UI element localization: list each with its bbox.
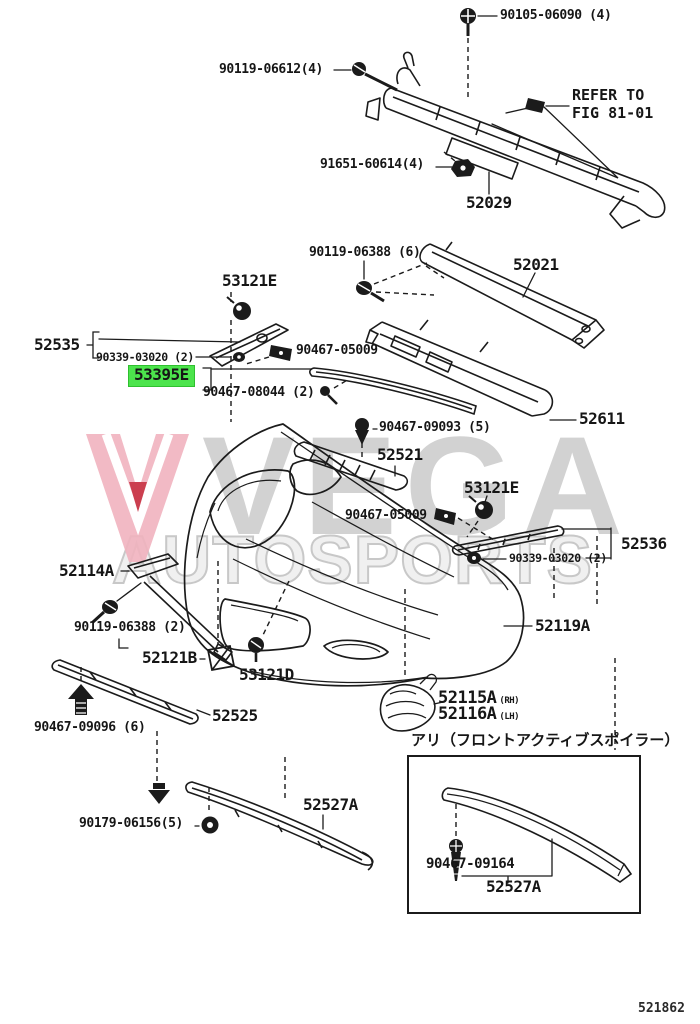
part-label-52021: 52021 — [513, 255, 559, 274]
part-52535-bracket — [209, 323, 289, 367]
clip-icon — [468, 495, 493, 519]
lh-marker: (LH) — [499, 712, 520, 722]
part-label-53121e: 53121E — [222, 271, 277, 290]
part-label-90119-06612: 90119-06612(4) — [219, 62, 323, 77]
part-label-53121d: 53121D — [239, 665, 294, 684]
grommet-icon — [201, 816, 219, 834]
part-number: 52116A — [438, 704, 497, 724]
rivet-icon — [148, 783, 170, 804]
part-label-52525: 52525 — [212, 706, 258, 725]
screw-icon — [320, 386, 338, 405]
part-52115a-pad-clip — [379, 673, 438, 732]
refer-note-line2: FIG 81-01 — [572, 104, 654, 122]
part-label-53395e-highlighted: 53395E — [128, 365, 195, 387]
part-label-90179-06156: 90179-06156(5) — [79, 816, 183, 831]
part-label-52536: 52536 — [621, 534, 667, 553]
part-label-52119a: 52119A — [535, 616, 590, 635]
clip-icon — [269, 345, 292, 361]
part-label-90339-03020-2: 90339-03020 (2) — [509, 551, 607, 565]
part-label-90339-03020: 90339-03020 (2) — [96, 350, 194, 364]
inset-title-japanese: アリ（フロントアクティブスポイラー） — [411, 731, 680, 749]
grommet-icon — [467, 552, 481, 564]
part-label-91651-60614: 91651-60614(4) — [320, 157, 424, 172]
part-52119a-bumper-cover — [183, 423, 525, 687]
part-53395-retainer-strip — [309, 367, 477, 416]
part-label-53121e-2: 53121E — [464, 478, 519, 497]
clip-icon — [206, 644, 236, 672]
part-label-90119-06388-6: 90119-06388 (6) — [309, 245, 421, 260]
clip-icon — [434, 508, 456, 525]
figure-number: 521862 — [638, 1001, 685, 1016]
inset-box — [407, 755, 641, 914]
rh-marker: (RH) — [499, 696, 520, 706]
bolt-icon — [352, 62, 398, 92]
part-label-52611: 52611 — [579, 409, 625, 428]
bolt-icon — [248, 637, 264, 662]
part-label-52527a: 52527A — [303, 795, 358, 814]
part-label-52521: 52521 — [377, 445, 423, 464]
rivet-icon — [355, 418, 369, 445]
grommet-icon — [233, 352, 245, 362]
clip-icon — [226, 296, 251, 320]
part-label-90105-06090: 90105-06090 (4) — [500, 8, 612, 23]
part-label-90467-09096: 90467-09096 (6) — [34, 720, 146, 735]
part-label-52121b: 52121B — [142, 648, 197, 667]
part-label-52114a: 52114A — [59, 561, 114, 580]
screw-icon — [449, 839, 463, 881]
part-52021-reinforcement — [419, 241, 605, 349]
bolt-icon — [91, 600, 118, 624]
part-label-90467-05009: 90467-05009 — [296, 343, 378, 358]
part-label-90467-09093: 90467-09093 (5) — [379, 420, 491, 435]
bolt-icon — [460, 8, 476, 36]
part-label-90467-05009-2: 90467-05009 — [345, 508, 427, 523]
part-label-90119-06388-2: 90119-06388 (2) — [74, 620, 186, 635]
refer-note-line1: REFER TO — [572, 86, 645, 104]
part-number: 52115A — [438, 688, 497, 708]
part-label-52115a: 52115A(RH) — [438, 688, 520, 708]
part-label-52029: 52029 — [466, 193, 512, 212]
watermark-brand: VEGA — [202, 407, 631, 564]
fastener-icons — [68, 8, 545, 881]
part-52611-absorber — [365, 319, 554, 417]
part-52527a-spoiler — [185, 781, 374, 871]
bolt-icon — [356, 281, 385, 303]
clip-icon — [525, 98, 545, 113]
part-52525-lower-support — [51, 659, 199, 725]
leader-lines — [86, 15, 619, 884]
part-label-52116a: 52116A(LH) — [438, 704, 520, 724]
part-label-90467-09164: 90467-09164 — [426, 856, 515, 872]
vega-logo-icon — [82, 430, 194, 574]
part-52029-radiator-support — [365, 51, 666, 229]
rivet-icon — [68, 684, 94, 715]
part-52536-strip — [451, 525, 565, 556]
nut-icon — [451, 159, 475, 177]
part-52114a-bumper-arm — [127, 553, 233, 661]
part-label-52535: 52535 — [34, 335, 80, 354]
part-label-90467-08044: 90467-08044 (2) — [203, 385, 315, 400]
part-label-52527a-inset: 52527A — [486, 877, 541, 896]
